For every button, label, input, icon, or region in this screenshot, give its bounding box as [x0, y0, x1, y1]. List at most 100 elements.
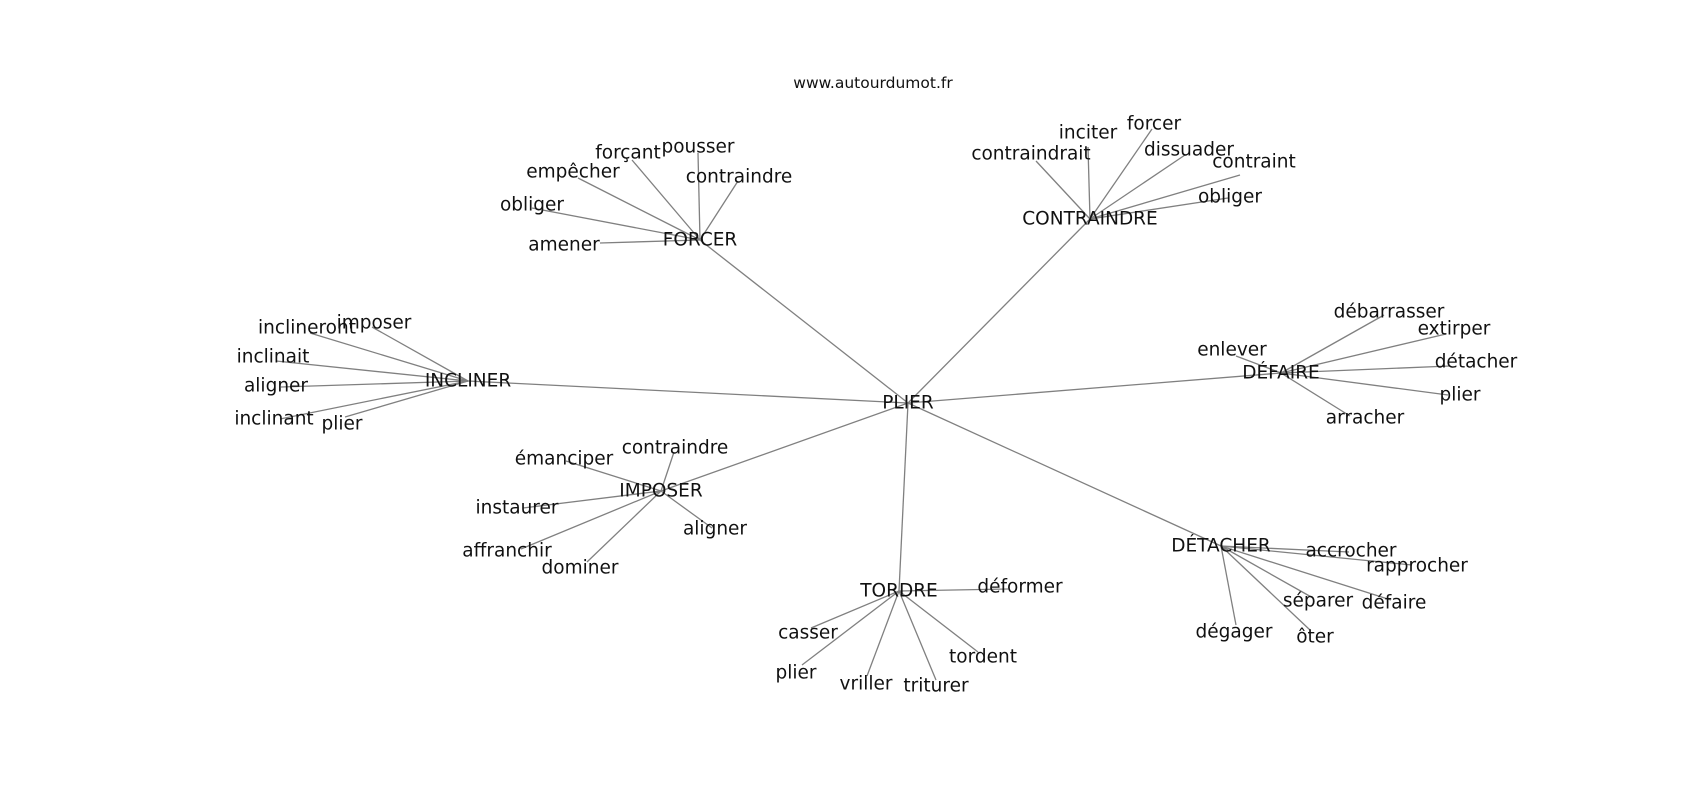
edge-imposer-leaf-3 — [660, 490, 713, 529]
edge-tordre-leaf-4 — [866, 590, 900, 677]
edge-center-forcer — [699, 239, 909, 404]
edge-defaire-leaf-4 — [1280, 372, 1449, 396]
leaf-node-tordre-1: casser — [778, 623, 838, 644]
edge-imposer-leaf-1 — [565, 460, 662, 492]
edge-defaire-leaf-0 — [1280, 314, 1385, 374]
edge-contraindre-leaf-4 — [1035, 160, 1091, 220]
hub-node-tordre: TORDRE — [859, 581, 938, 602]
edge-imposer-leaf-0 — [660, 451, 675, 492]
edge-incliner-leaf-1 — [309, 332, 469, 382]
leaf-node-incliner-0: imposer — [337, 313, 412, 334]
edge-center-contraindre — [907, 218, 1091, 404]
edge-detacher-leaf-3 — [1220, 545, 1392, 601]
leaf-node-detacher-0: accrocher — [1305, 541, 1396, 562]
leaf-node-tordre-5: triturer — [903, 676, 969, 697]
edge-center-detacher — [907, 402, 1222, 547]
edge-imposer-leaf-4 — [520, 490, 662, 550]
edge-imposer-leaf-5 — [586, 490, 662, 563]
leaf-node-detacher-5: ôter — [1296, 627, 1334, 648]
leaf-node-defaire-5: arracher — [1326, 408, 1405, 429]
edge-defaire-leaf-1 — [1280, 333, 1447, 374]
leaf-node-detacher-1: rapprocher — [1366, 556, 1468, 577]
edge-center-defaire — [907, 372, 1282, 404]
edge-detacher-leaf-0 — [1220, 545, 1350, 553]
hub-node-contraindre: CONTRAINDRE — [1022, 209, 1157, 230]
edge-tordre-leaf-0 — [898, 588, 1009, 592]
leaf-node-detacher-3: défaire — [1362, 593, 1427, 614]
edge-incliner-leaf-3 — [280, 380, 469, 388]
edge-incliner-leaf-5 — [344, 380, 469, 418]
hub-node-incliner: INCLINER — [425, 371, 512, 392]
leaf-node-tordre-2: plier — [775, 663, 816, 684]
hub-node-imposer: IMPOSER — [619, 481, 703, 502]
edge-contraindre-leaf-0 — [1089, 128, 1153, 220]
leaf-node-imposer-0: contraindre — [622, 438, 729, 459]
leaf-node-tordre-0: déformer — [977, 577, 1063, 598]
edge-tordre-leaf-3 — [898, 590, 979, 653]
leaf-node-detacher-4: dégager — [1196, 622, 1273, 643]
leaf-node-defaire-4: plier — [1439, 385, 1480, 406]
leaf-node-contraindre-0: forcer — [1127, 114, 1182, 135]
edge-center-incliner — [467, 380, 909, 404]
leaf-node-incliner-5: plier — [321, 414, 362, 435]
edge-center-imposer — [660, 402, 909, 492]
edge-forcer-leaf-5 — [599, 239, 701, 244]
edge-incliner-leaf-2 — [275, 360, 469, 382]
leaf-node-incliner-2: inclinait — [237, 347, 310, 368]
leaf-node-defaire-1: extirper — [1418, 319, 1491, 340]
leaf-node-incliner-4: inclinant — [234, 409, 313, 430]
edges — [275, 128, 1451, 681]
edge-forcer-leaf-0 — [697, 152, 701, 241]
edge-detacher-leaf-1 — [1220, 545, 1413, 566]
hub-node-forcer: FORCER — [663, 230, 738, 251]
leaf-node-tordre-3: tordent — [949, 647, 1017, 668]
leaf-node-forcer-2: empêcher — [526, 162, 620, 183]
leaf-node-incliner-1: inclineront — [258, 318, 356, 339]
edge-tordre-leaf-2 — [801, 590, 900, 666]
leaf-node-imposer-3: aligner — [683, 519, 747, 540]
leaf-node-contraindre-2: dissuader — [1144, 140, 1234, 161]
edge-tordre-leaf-5 — [898, 590, 937, 681]
leaf-node-contraindre-1: inciter — [1059, 123, 1118, 144]
leaf-node-contraindre-3: contraint — [1212, 152, 1296, 173]
leaf-node-defaire-2: enlever — [1197, 340, 1267, 361]
edge-forcer-leaf-2 — [577, 177, 701, 241]
edge-contraindre-leaf-2 — [1089, 154, 1186, 220]
leaf-node-imposer-4: affranchir — [462, 541, 552, 562]
leaf-node-defaire-0: débarrasser — [1334, 302, 1445, 323]
leaf-node-contraindre-4: contraindrait — [971, 144, 1090, 165]
leaf-node-imposer-1: émanciper — [515, 449, 614, 470]
edge-forcer-leaf-4 — [531, 207, 701, 241]
edge-detacher-leaf-5 — [1220, 545, 1311, 631]
leaf-node-forcer-3: contraindre — [686, 167, 793, 188]
edge-forcer-leaf-1 — [631, 159, 701, 241]
leaf-node-forcer-4: obliger — [500, 195, 564, 216]
edge-imposer-leaf-2 — [522, 490, 662, 509]
edge-defaire-leaf-5 — [1280, 372, 1351, 417]
edge-defaire-leaf-2 — [1235, 355, 1282, 374]
edge-defaire-leaf-3 — [1280, 365, 1451, 374]
leaf-node-forcer-0: pousser — [661, 137, 734, 158]
leaf-node-defaire-3: détacher — [1435, 352, 1518, 373]
edge-contraindre-leaf-5 — [1089, 197, 1229, 220]
leaf-node-tordre-4: vriller — [840, 674, 893, 695]
edge-contraindre-leaf-1 — [1087, 146, 1091, 220]
edge-incliner-leaf-0 — [371, 326, 469, 382]
edge-center-tordre — [898, 402, 909, 592]
center-node-label: PLIER — [882, 393, 934, 414]
edge-forcer-leaf-3 — [699, 180, 739, 241]
leaf-node-contraindre-5: obliger — [1198, 187, 1262, 208]
hub-node-detacher: DÉTACHER — [1171, 535, 1271, 557]
leaf-node-forcer-1: forçant — [595, 143, 661, 164]
leaf-node-imposer-2: instaurer — [475, 498, 558, 519]
leaf-node-imposer-5: dominer — [542, 558, 619, 579]
site-url: www.autourdumot.fr — [793, 74, 953, 92]
edge-detacher-leaf-4 — [1220, 545, 1237, 626]
edge-tordre-leaf-1 — [810, 590, 900, 629]
edge-contraindre-leaf-3 — [1089, 174, 1241, 220]
hub-node-defaire: DÉFAIRE — [1242, 362, 1320, 384]
leaf-node-forcer-5: amener — [528, 235, 600, 256]
leaf-node-detacher-2: séparer — [1283, 591, 1354, 612]
